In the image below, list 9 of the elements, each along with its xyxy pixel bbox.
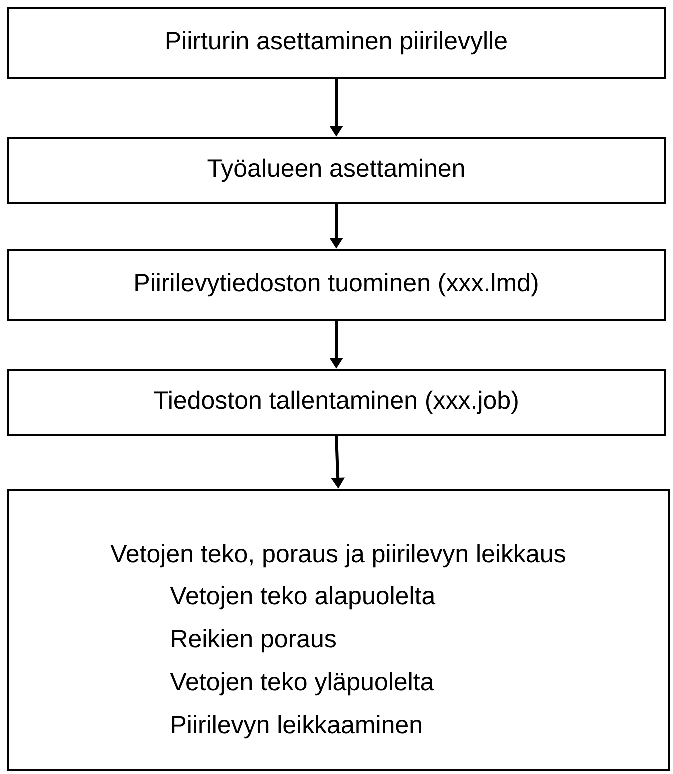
process-box: Piirilevytiedoston tuominen (xxx.lmd)	[7, 249, 666, 321]
process-box: Tiedoston tallentaminen (xxx.job)	[7, 369, 666, 436]
box-heading: Vetojen teko, poraus ja piirilevyn leikkaus	[110, 544, 566, 568]
process-box: Piirturin asettaminen piirilevylle	[7, 7, 666, 79]
list-item: Vetojen teko yläpuolelta	[170, 672, 434, 696]
list-item: Piirilevyn leikkaaminen	[172, 715, 422, 739]
list-item: Vetojen teko alapuolelta	[170, 586, 436, 610]
list-item: Reikien poraus	[172, 629, 336, 653]
process-box: Työalueen asettaminen	[7, 137, 666, 204]
